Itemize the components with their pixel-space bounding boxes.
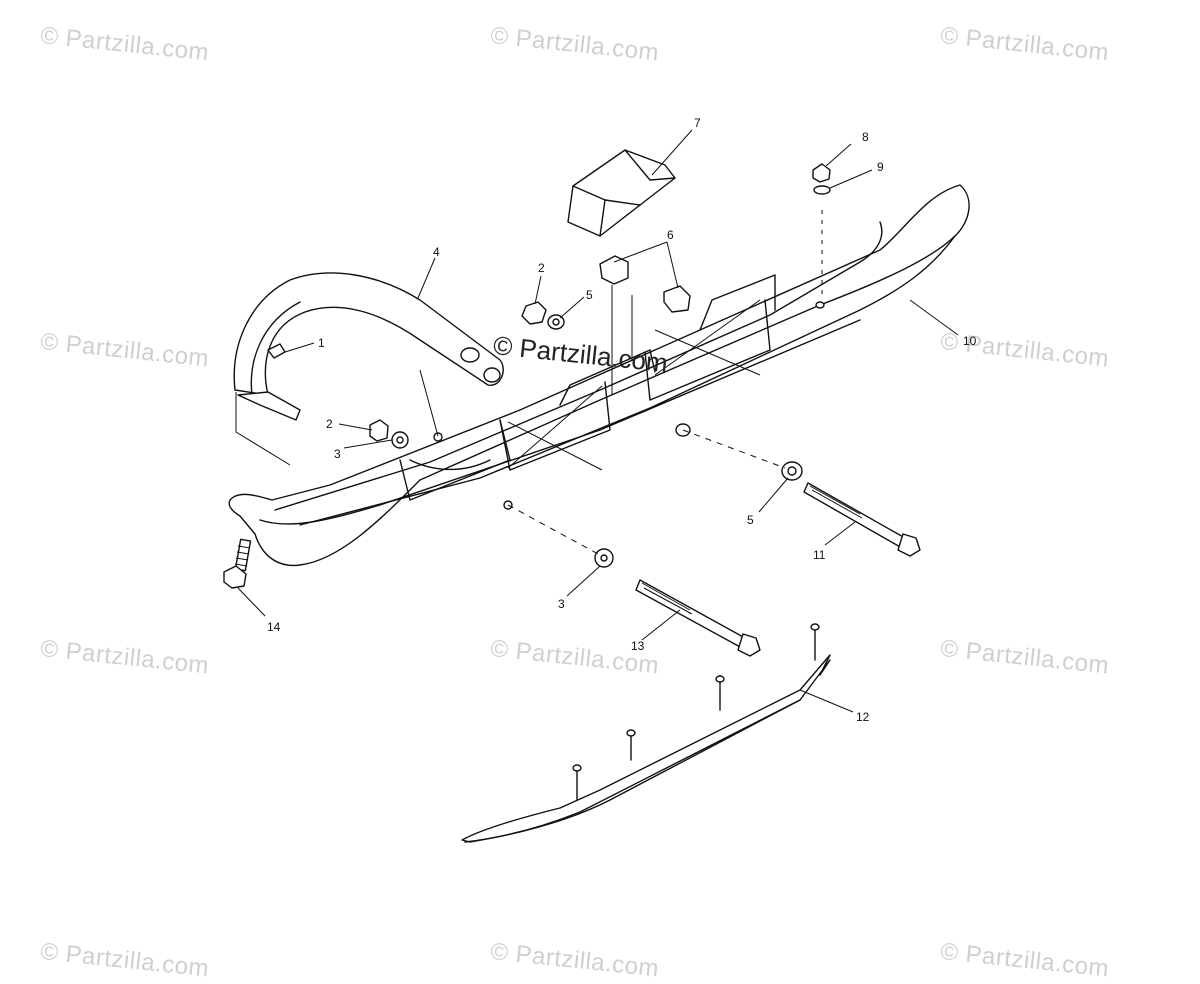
bolt-long xyxy=(803,482,921,557)
callout-14: 14 xyxy=(267,620,281,634)
callout-13: 13 xyxy=(631,639,645,653)
washer xyxy=(813,185,831,195)
callout-2: 2 xyxy=(326,417,333,431)
screw xyxy=(223,538,252,589)
bushing xyxy=(599,255,629,285)
wear-bar-runner xyxy=(461,623,831,843)
callout-1: 1 xyxy=(318,336,325,350)
callout-3: 3 xyxy=(558,597,565,611)
callout-3: 3 xyxy=(334,447,341,461)
callout-10: 10 xyxy=(963,334,977,348)
ski-loop-handle xyxy=(233,272,504,466)
bushing xyxy=(663,285,691,313)
callout-5: 5 xyxy=(586,288,593,302)
callout-9: 9 xyxy=(877,160,884,174)
callout-5: 5 xyxy=(747,513,754,527)
nut xyxy=(812,163,831,183)
bolt-long xyxy=(635,579,761,657)
callout-11: 11 xyxy=(813,548,826,562)
ski-body xyxy=(228,184,970,567)
callout-7: 7 xyxy=(694,116,701,130)
leader-lines xyxy=(237,129,959,713)
rubber-cushion xyxy=(567,149,676,237)
callout-4: 4 xyxy=(433,245,440,259)
callout-6: 6 xyxy=(667,228,674,242)
callout-8: 8 xyxy=(862,130,869,144)
parts-diagram: © Partzilla.com © Partzilla.com © Partzi… xyxy=(39,22,1110,983)
callout-2: 2 xyxy=(538,261,545,275)
nut xyxy=(521,301,547,325)
callout-12: 12 xyxy=(856,710,870,724)
nut xyxy=(369,419,389,442)
exploded-view-drawing: 1 2 2 3 3 4 5 5 6 7 8 9 10 11 12 13 14 xyxy=(223,116,977,843)
